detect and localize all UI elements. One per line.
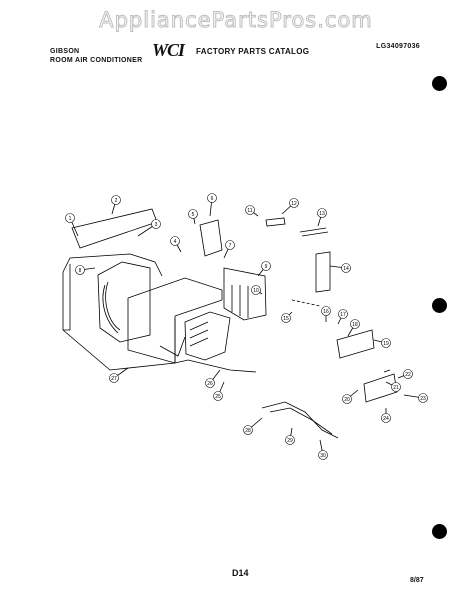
top-cover-panel (71, 208, 158, 249)
callout-number: 25 (215, 394, 221, 400)
catalog-code: LG34097036 (376, 43, 420, 50)
watermark-text: AppliancePartsPros.com (99, 8, 373, 33)
control-panel (184, 311, 231, 361)
rail-part (299, 227, 329, 237)
callout-number: 10 (253, 288, 259, 294)
product-type: ROOM AIR CONDITIONER (50, 57, 143, 64)
callout-number: 9 (265, 264, 268, 270)
callout-number: 13 (319, 211, 325, 217)
callout-number: 8 (79, 268, 82, 274)
callout-number: 7 (229, 243, 232, 249)
binder-hole (432, 524, 447, 539)
callout-number: 30 (320, 453, 326, 459)
bracket-part (199, 219, 223, 257)
callout-number: 12 (291, 201, 297, 207)
callout-number: 18 (352, 322, 358, 328)
filter-part (315, 251, 331, 293)
callout-number: 20 (344, 397, 350, 403)
brand-name: GIBSON (50, 48, 80, 55)
binder-hole (432, 298, 447, 313)
callout-number: 23 (420, 396, 426, 402)
callout-number: 6 (211, 196, 214, 202)
page-number: D14 (232, 568, 249, 578)
wci-logo: WCI (152, 40, 185, 60)
binder-hole (432, 76, 447, 91)
callout-number: 22 (405, 372, 411, 378)
callout-number: 19 (383, 341, 389, 347)
callout-number: 16 (323, 309, 329, 315)
callout-number: 24 (383, 416, 389, 422)
callout-number: 29 (287, 438, 293, 444)
partition-wall (223, 267, 267, 321)
callout-number: 3 (155, 222, 158, 228)
callout-number: 26 (207, 381, 213, 387)
callout-number: 5 (192, 212, 195, 218)
callout-number: 17 (340, 312, 346, 318)
callout-number: 21 (393, 385, 399, 391)
callout-number: 14 (343, 266, 349, 272)
callout-number: 11 (247, 208, 252, 214)
fan-shroud (97, 261, 151, 343)
wiring-harness (261, 401, 339, 439)
callout-number: 1 (69, 216, 72, 222)
callout-number: 27 (111, 376, 117, 382)
callout-number: 15 (283, 316, 289, 322)
callout-number: 4 (174, 239, 177, 245)
callout-number: 2 (115, 198, 118, 204)
control-board (336, 329, 375, 359)
brand-block: GIBSON ROOM AIR CONDITIONER (50, 47, 142, 65)
mounting-plate (363, 373, 398, 403)
callout-number: 28 (245, 428, 251, 434)
revision-date: 8/87 (410, 577, 424, 584)
catalog-title: FACTORY PARTS CATALOG (196, 47, 310, 56)
